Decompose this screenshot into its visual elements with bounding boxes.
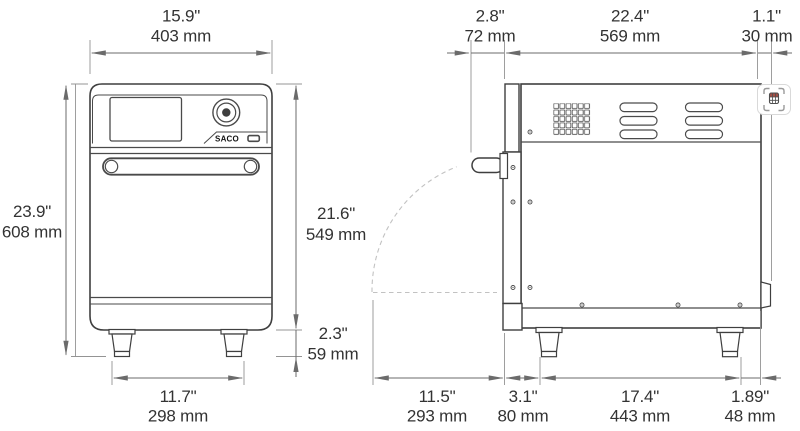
dim-front-width: 15.9" 403 mm xyxy=(89,7,273,74)
table-capture-icon[interactable] xyxy=(757,84,791,115)
dim-label: 30 mm xyxy=(742,27,793,46)
dim-label: 1.1" xyxy=(752,7,781,26)
dim-label: 72 mm xyxy=(465,27,516,46)
dim-side-door-open-depth: 11.5" 293 mm xyxy=(372,300,505,426)
door-swing-arc xyxy=(371,166,457,293)
oven-front-body xyxy=(89,83,273,331)
dim-front-total-height: 23.9" 608 mm xyxy=(2,83,106,357)
door-handle-front xyxy=(102,157,260,176)
front-view: SACO xyxy=(89,83,273,358)
side-legs xyxy=(535,326,744,358)
dim-label: 3.1" xyxy=(509,387,538,406)
dim-label: 298 mm xyxy=(148,407,208,426)
dim-label: 443 mm xyxy=(610,407,670,426)
oven-door-front xyxy=(102,157,260,176)
dim-label: 569 mm xyxy=(600,27,660,46)
door-edge-strip xyxy=(502,83,523,331)
table-grid-glyph xyxy=(768,92,780,105)
dim-label: 21.6" xyxy=(317,204,355,223)
dim-label: 80 mm xyxy=(498,407,549,426)
louver-vents xyxy=(619,102,724,140)
dim-side-leg-span: 17.4" 443 mm xyxy=(540,357,742,426)
control-knob xyxy=(212,98,241,127)
dim-side-front-leg-offset: 3.1" 80 mm xyxy=(498,357,549,426)
dim-label: 293 mm xyxy=(407,407,467,426)
handle-end-right xyxy=(243,159,258,174)
dim-label: 15.9" xyxy=(162,7,200,26)
rear-cover-plate xyxy=(760,281,772,309)
handle-mount-plate xyxy=(499,152,509,180)
door-handle-side xyxy=(471,152,509,180)
dim-label: 17.4" xyxy=(621,387,659,406)
dimensions: 15.9" 403 mm 23.9" 608 mm 21.6" 549 mm 2… xyxy=(2,7,793,426)
side-view xyxy=(371,83,772,358)
dim-front-leg-height: 2.3" 59 mm xyxy=(276,324,359,377)
dim-label: 11.7" xyxy=(160,387,197,406)
panel-chamfer-line xyxy=(203,131,267,144)
dim-label: 2.3" xyxy=(319,324,348,343)
dim-side-rear-leg-offset: 1.89" 48 mm xyxy=(725,311,781,426)
dim-label: 403 mm xyxy=(151,27,211,46)
handle-end-left xyxy=(104,159,119,174)
front-legs xyxy=(108,328,248,358)
dim-label: 22.4" xyxy=(611,7,649,26)
dim-side-handle-depth: 2.8" 72 mm xyxy=(447,7,516,153)
dim-side-rear-clearance: 1.1" 30 mm xyxy=(742,7,793,281)
dim-label: 2.8" xyxy=(476,7,505,26)
dim-side-body-depth: 22.4" 569 mm xyxy=(505,7,758,79)
dim-label: 23.9" xyxy=(13,202,51,221)
waffle-vent-grille xyxy=(553,103,591,136)
dim-label: 608 mm xyxy=(2,223,62,242)
dim-label: 11.5" xyxy=(419,387,456,406)
dim-label: 1.89" xyxy=(731,387,769,406)
panel-inner-frame xyxy=(92,94,268,144)
display-screen xyxy=(109,96,183,142)
control-panel: SACO xyxy=(92,94,268,144)
dim-front-leg-span: 11.7" 298 mm xyxy=(111,361,245,426)
dim-label: 549 mm xyxy=(306,225,366,244)
dim-label: 48 mm xyxy=(725,407,776,426)
screw-heads xyxy=(510,129,743,308)
usb-slot-icon xyxy=(247,134,261,143)
scan-corner-brackets xyxy=(763,87,785,112)
dim-label: 59 mm xyxy=(308,345,359,364)
brand-logo: SACO xyxy=(215,135,239,144)
dim-front-body-height: 21.6" 549 mm xyxy=(276,83,366,331)
